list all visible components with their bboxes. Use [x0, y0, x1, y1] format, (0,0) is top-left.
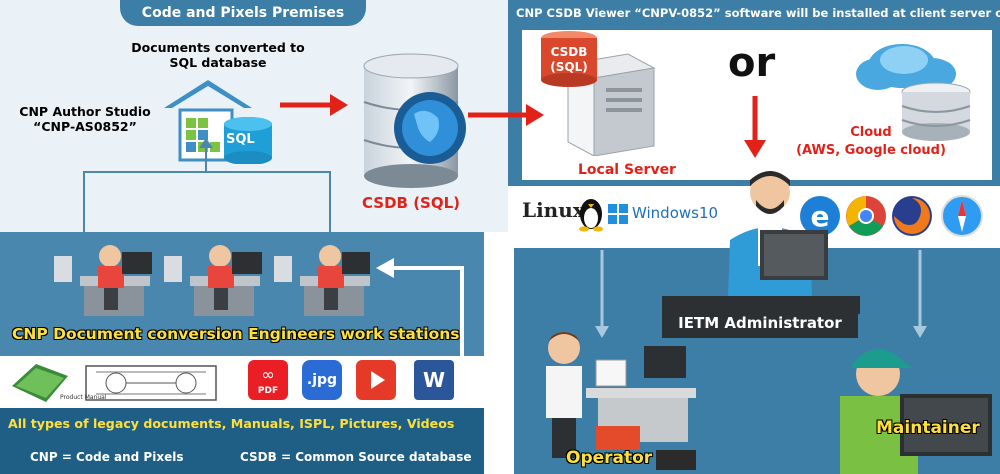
maintainer-illustration [840, 349, 992, 474]
viewer-title: CNP CSDB Viewer “CNPV-0852” software wil… [516, 6, 1000, 20]
csdb-sql-label: CSDB (SQL) [362, 194, 461, 212]
video-icon [356, 360, 396, 400]
pdf-icon-label: PDF [257, 386, 279, 396]
file-types-strip [0, 356, 484, 408]
windows-logo: Windows10 [632, 204, 719, 222]
arrow-down-to-admin [744, 96, 766, 158]
product-manual-label: Product Manual [60, 394, 107, 401]
arrow-to-csdb [280, 94, 348, 116]
csdb-badge-line2: (SQL) [550, 60, 588, 74]
return-arrow [376, 258, 464, 364]
admin-illustration [728, 171, 828, 296]
word-icon: W [414, 360, 454, 400]
windows-icon [608, 204, 628, 224]
safari-icon [941, 195, 983, 237]
chrome-icon [846, 196, 886, 236]
pdf-icon: PDF ∞ [248, 360, 288, 400]
author-studio-label: CNP Author Studio “CNP-AS0852” [10, 104, 160, 134]
jpg-icon: .jpg [302, 360, 342, 400]
cloud-label-line2: (AWS, Google cloud) [796, 143, 946, 158]
local-server-label: Local Server [578, 162, 676, 178]
legacy-types-text: All types of legacy documents, Manuals, … [8, 416, 455, 431]
pdf-swirl: ∞ [261, 365, 275, 384]
cloud-label-line1: Cloud [850, 125, 892, 140]
footer-panel [0, 408, 484, 474]
csdb-database-icon [363, 53, 466, 188]
sql-label: SQL [226, 132, 255, 147]
arrow-to-server [468, 104, 544, 126]
workstations-label: CNP Document conversion Engineers work s… [12, 325, 460, 343]
docs-converted-line1: Documents converted to [131, 40, 305, 55]
edge-icon: e [800, 196, 840, 236]
firefox-icon [892, 196, 932, 236]
ietm-admin-label: IETM Administrator [662, 308, 858, 338]
linux-logo: Linux [522, 198, 585, 222]
cloud-label: Cloud (AWS, Google cloud) [786, 124, 956, 160]
maintainer-label: Maintainer [876, 418, 980, 438]
tux-icon [579, 199, 603, 232]
premises-title: Code and Pixels Premises [120, 0, 366, 26]
or-label: or [728, 40, 776, 86]
warehouse-sql-icon [164, 80, 272, 164]
docs-converted-line2: SQL database [169, 55, 267, 70]
csdb-definition: CSDB = Common Source database [240, 450, 472, 464]
cnp-definition: CNP = Code and Pixels [30, 450, 184, 464]
author-studio-code: “CNP-AS0852” [33, 119, 137, 134]
admin-connector [595, 250, 927, 338]
docs-converted-label: Documents converted to SQL database [128, 40, 308, 70]
csdb-badge-line1: CSDB [550, 45, 588, 59]
manual-drawing-icon [12, 364, 217, 402]
feedback-connector [83, 138, 331, 234]
workstations-illustration [54, 245, 370, 316]
csdb-badge: CSDB (SQL) [540, 45, 598, 75]
csdb-badge-icon [541, 31, 597, 87]
operator-label: Operator [566, 448, 653, 468]
author-studio-name: CNP Author Studio [19, 104, 151, 119]
cloud-db-icon [856, 44, 971, 141]
operator-illustration [546, 332, 696, 470]
play-icon [371, 371, 385, 389]
